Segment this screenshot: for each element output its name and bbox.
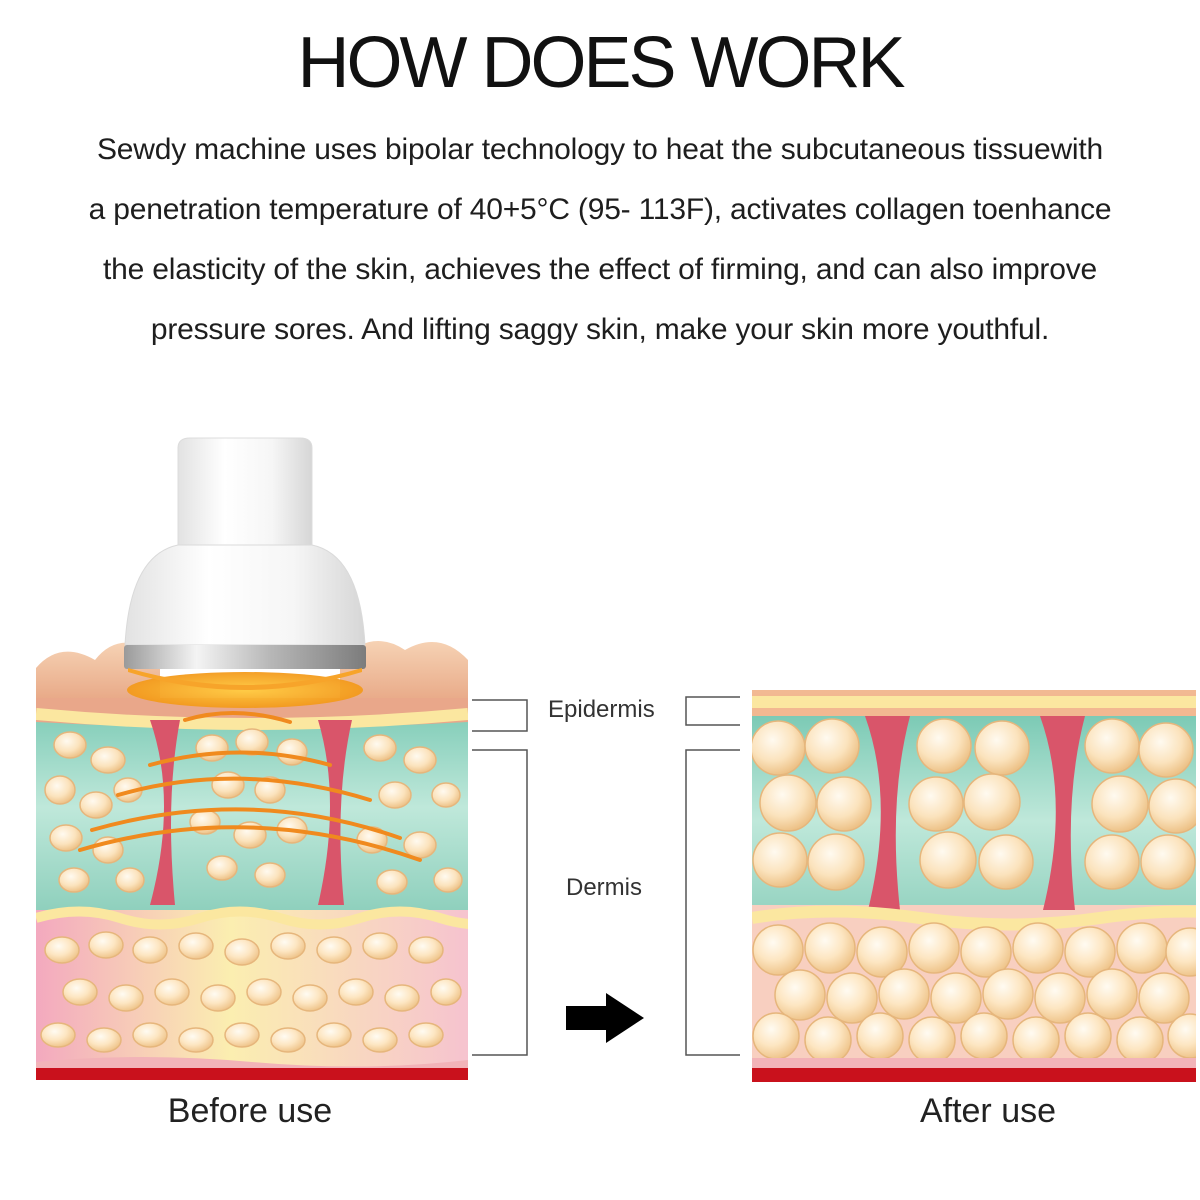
- skin-block-before: [36, 641, 468, 1080]
- heat-waves: [78, 710, 422, 862]
- epidermis-bracket-right: [685, 696, 740, 726]
- rf-device-icon: [124, 437, 366, 708]
- epidermis-bracket-left: [472, 699, 528, 732]
- description-line: pressure sores. And lifting saggy skin, …: [150, 313, 1050, 346]
- arrow-right-icon: [566, 993, 644, 1043]
- dermis-bracket-right: [685, 749, 740, 1056]
- after-use-caption: After use: [919, 1092, 1057, 1130]
- skin-block-after: [752, 690, 1196, 1082]
- epidermis-label: Epidermis: [548, 696, 655, 723]
- dermis-bracket-left: [472, 749, 528, 1056]
- description-line: the elasticity of the skin, achieves the…: [103, 253, 1097, 286]
- page-title: HOW DOES WORK: [297, 23, 906, 103]
- description: Sewdy machine uses bipolar technology to…: [0, 122, 1200, 362]
- before-use-caption: Before use: [167, 1092, 333, 1130]
- description-line: a penetration temperature of 40+5°C (95-…: [88, 193, 1112, 226]
- description-line: Sewdy machine uses bipolar technology to…: [96, 133, 1104, 166]
- dermis-label: Dermis: [566, 874, 642, 901]
